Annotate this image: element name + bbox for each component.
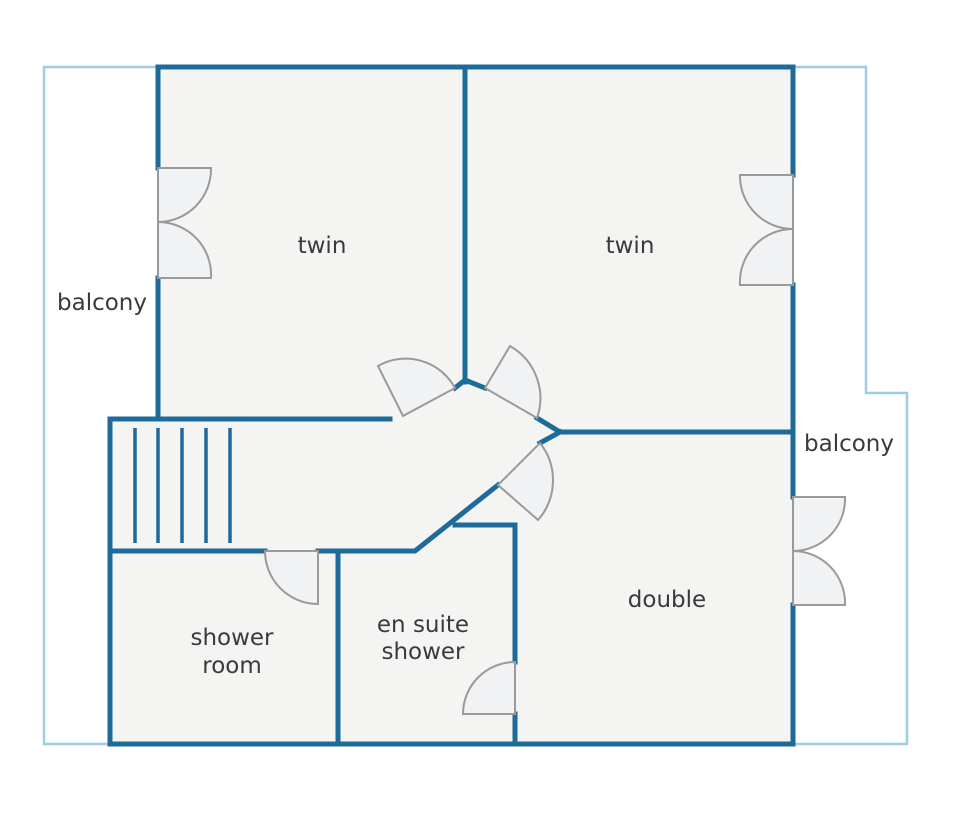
door-twin-right [483,344,542,420]
door-right-balcony-twin [738,174,794,286]
balcony-outline [42,65,909,746]
room-label-shower-room-1: shower [190,625,274,651]
door-en-suite [461,660,516,715]
room-label-twin-right: twin [606,233,655,259]
room-label-double: double [628,587,706,613]
door-twin-left [376,357,457,418]
balcony-label-left: balcony [57,290,147,316]
room-label-en-suite-2: shower [381,639,465,665]
room-floor-double [515,432,793,744]
door-left-balcony-double [157,167,213,279]
walls [107,64,796,747]
room-label-en-suite-1: en suite [377,612,469,638]
door-shower-room [263,550,319,606]
door-double [496,441,554,522]
room-floor-hall [110,382,560,551]
door-right-balcony-double [792,496,847,606]
balcony-label-right: balcony [804,431,894,457]
room-label-shower-room-2: room [202,653,262,679]
staircase [133,428,232,543]
room-label-twin-left: twin [298,233,347,259]
